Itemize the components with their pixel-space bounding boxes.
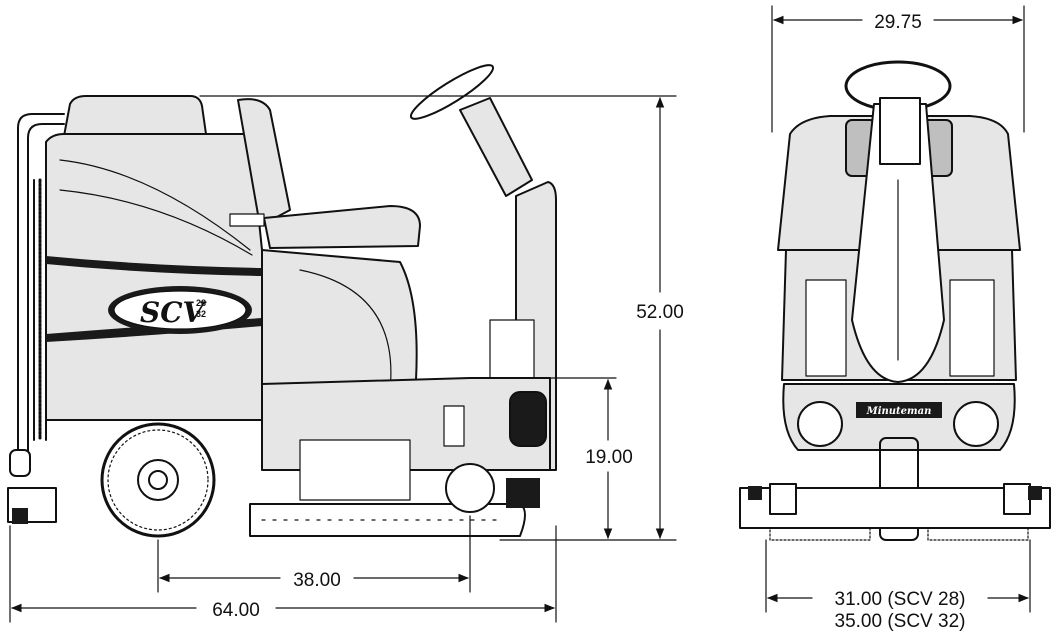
seat-back (237, 98, 291, 227)
dim-bottom-width-scv32: 35.00 (SCV 32) (835, 611, 966, 632)
logo-text: SCV (140, 296, 208, 329)
steering-column (459, 97, 533, 197)
left-headlight (797, 401, 843, 447)
right-headlight (953, 401, 999, 447)
dim-bottom-width-scv28: 31.00 (SCV 28) (835, 589, 966, 610)
tank-lid (63, 95, 207, 137)
vacuum-hose (17, 113, 65, 471)
dim-overall-height: 52.00 (636, 302, 684, 323)
recovery-tank (45, 133, 263, 421)
logo-model-top: 28 (196, 298, 206, 308)
side-view-machine: SCV 28 32 (7, 64, 557, 538)
dim-overall-length: 64.00 (212, 600, 260, 621)
badge-plate (856, 402, 942, 418)
dim-wheelbase: 38.00 (293, 570, 341, 591)
logo-model-bottom: 32 (196, 309, 206, 319)
side-view-dimensions: 64.00 38.00 52.00 19.00 (9, 95, 684, 623)
front-view-machine: Minuteman (739, 60, 1051, 541)
dim-deck-height: 19.00 (585, 447, 633, 468)
front-view-dimensions: 29.75 31.00 (SCV 28) 35.00 (SCV 32) (765, 5, 1031, 632)
front-wheel (445, 463, 495, 513)
badge-text: Minuteman (866, 406, 932, 417)
seat (263, 205, 421, 249)
steering-wheel (409, 64, 495, 120)
dim-top-width: 29.75 (874, 12, 922, 33)
